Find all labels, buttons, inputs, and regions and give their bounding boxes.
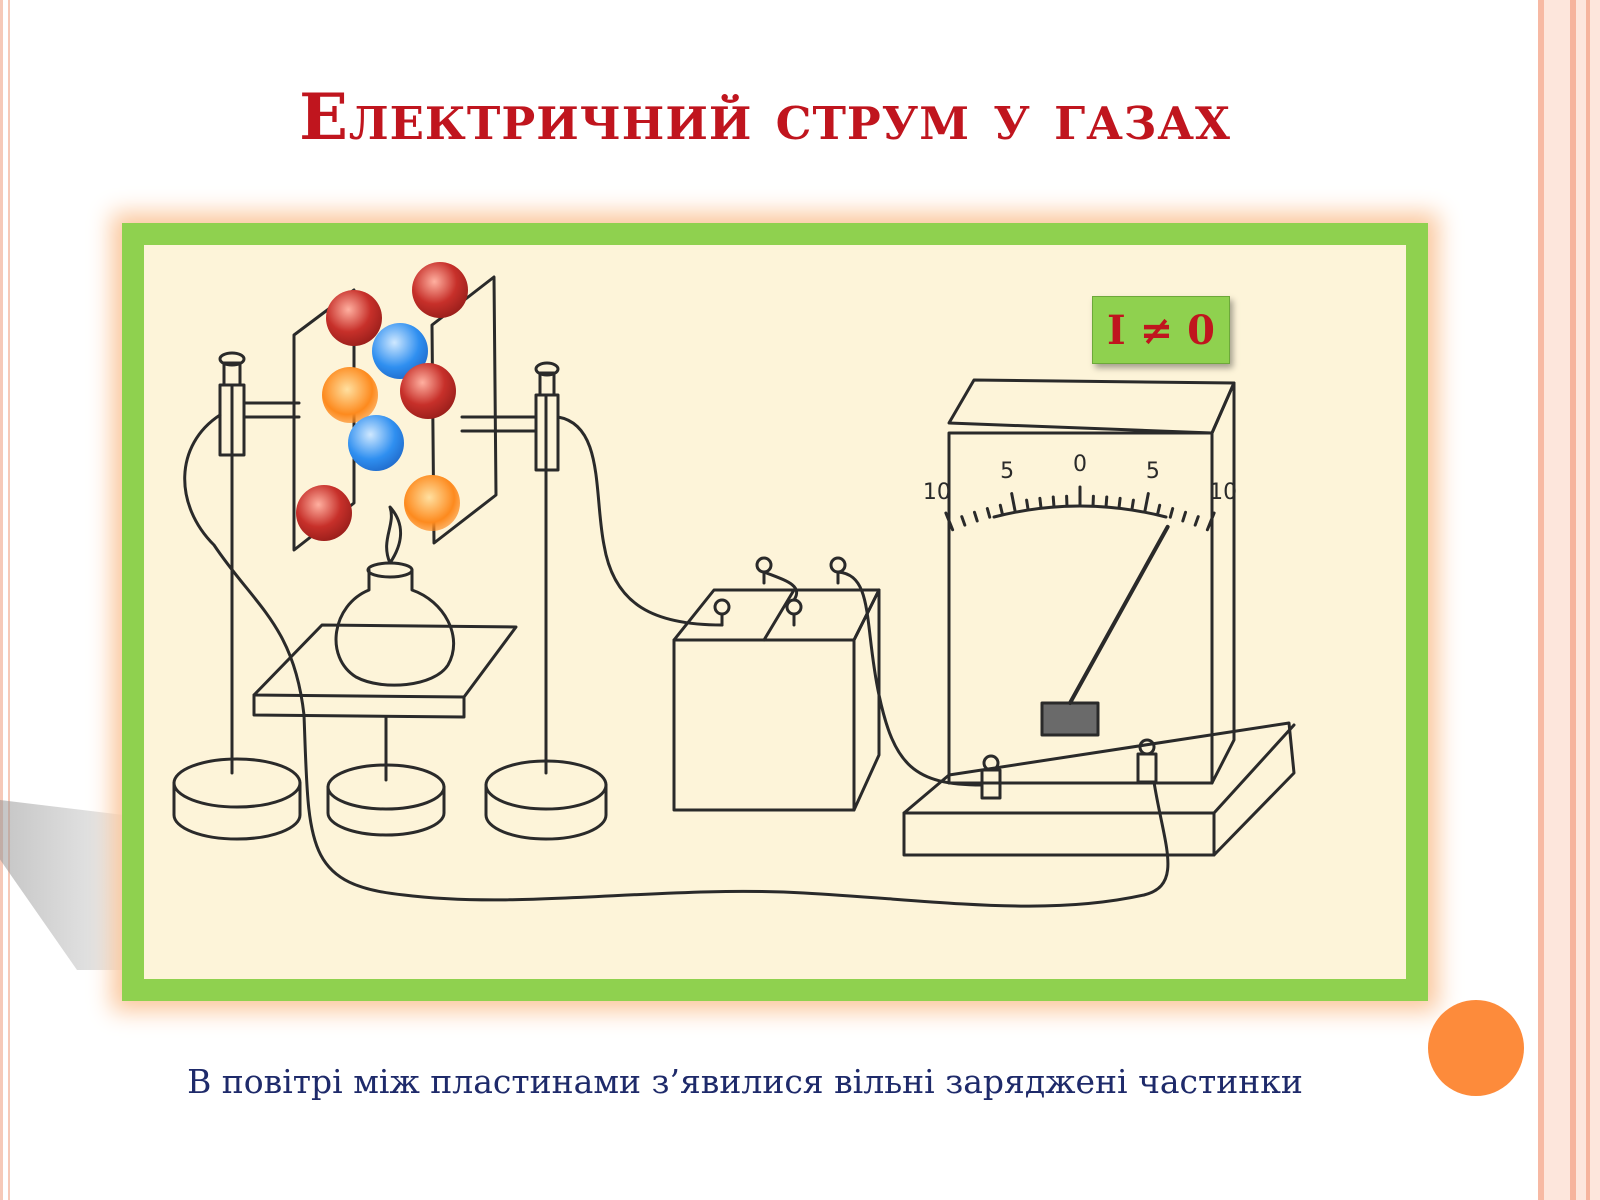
scale-tick [972,510,979,523]
scale-tick [1193,515,1200,527]
right-border [1530,0,1600,1200]
current-badge: I ≠ 0 [1092,296,1230,364]
scale-label: 0 [1073,452,1087,477]
decorative-shadow [0,800,140,970]
table [252,623,518,837]
illustration-canvas: 10 5 0 5 10 I ≠ 0 [144,245,1406,979]
left-stand [172,351,302,841]
negative-ion [400,363,456,419]
scale-label: 10 [1209,480,1237,505]
scale-tick [998,503,1004,516]
scale-tick [1038,496,1043,509]
right-stand [460,361,608,841]
scale-tick [1143,492,1150,513]
scale-label: 5 [1146,459,1160,484]
negative-ion [326,290,382,346]
scale-label: 5 [1000,459,1014,484]
scale-tick [1168,507,1175,519]
scale-tick [1025,498,1030,511]
illustration-frame: 10 5 0 5 10 I ≠ 0 [122,223,1428,1001]
circuit-diagram: 10 5 0 5 10 [172,275,1296,908]
scale-tick [1010,492,1017,513]
scale-tick [985,507,992,519]
negative-ion [412,262,468,318]
scale-tick [1104,495,1109,508]
positive-ion [348,415,404,471]
battery [672,556,881,812]
scale-tick [1117,496,1122,509]
positive-ion [404,475,460,531]
left-border [0,0,14,1200]
negative-ion [296,485,352,541]
scale-tick [960,515,967,527]
slide-caption: В повітрі між пластинами з’явилися вільн… [187,1062,1303,1101]
spirit-lamp [334,505,456,687]
positive-ion [322,367,378,423]
slide-title: Електричний струм у газах [299,80,1231,155]
scale-tick [1051,495,1056,508]
meter-scale-ticks [944,485,1216,532]
wires [183,413,1170,908]
scale-tick [1130,498,1135,511]
scale-tick [1181,510,1188,523]
scale-tick [1156,503,1162,516]
scale-tick [944,511,955,532]
scale-label: 10 [923,480,951,505]
scale-tick [1205,511,1216,532]
decorative-circle [1428,1000,1524,1096]
meter-scale-labels: 10 5 0 5 10 [923,452,1237,505]
